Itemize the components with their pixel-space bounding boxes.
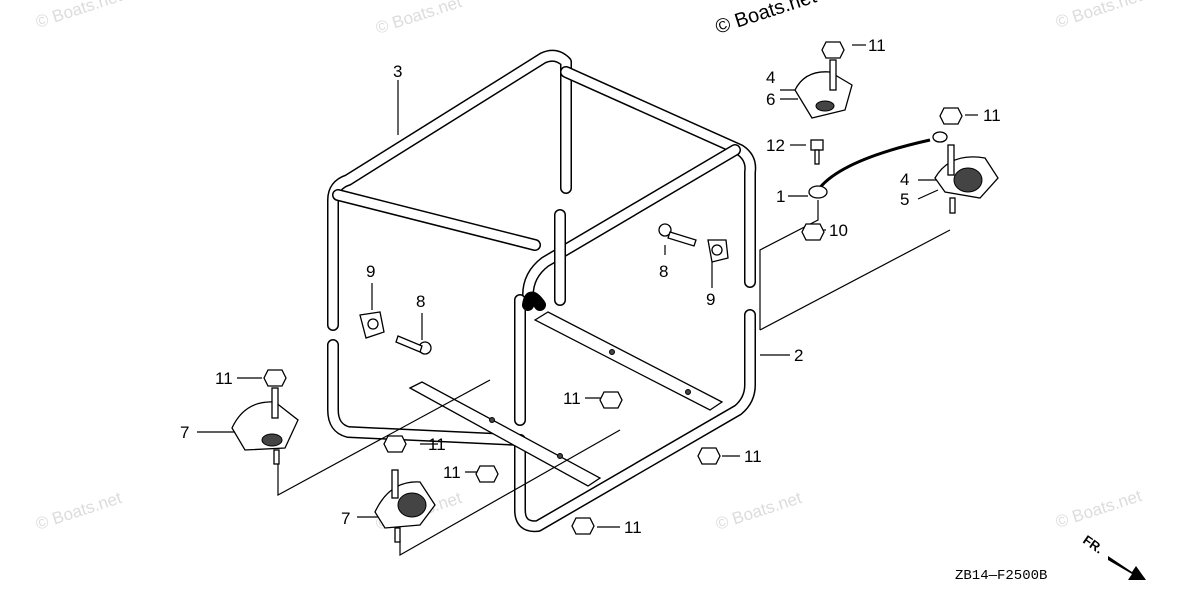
callout-7: 7 [180,423,189,442]
mount-right [934,144,999,214]
front-label: FR. [1080,532,1106,556]
callout-8: 8 [416,292,425,311]
callout-11: 11 [868,36,886,55]
callout-1: 1 [776,187,785,206]
watermark: © Boats.net [1053,0,1144,32]
watermark: © Boats.net [33,488,124,534]
watermark: © Boats.net [713,0,820,39]
callout-2: 2 [794,346,803,365]
callout-11: 11 [983,106,1001,125]
callout-3: 3 [393,62,402,81]
rubber-mounts [231,59,999,543]
watermark: © Boats.net [713,488,804,534]
callout-11: 11 [744,447,762,466]
diagram-code: ZB14—F2500B [955,568,1047,584]
callout-11: 11 [443,463,461,482]
ground-wire [808,131,948,199]
callout-9: 9 [706,290,715,309]
upper-frame [327,49,757,331]
callout-7: 7 [341,509,350,528]
watermark: © Boats.net [1053,486,1144,532]
callout-6: 6 [766,90,775,109]
watermark: © Boats.net [33,0,124,32]
callout-11: 11 [624,518,642,537]
callout-4: 4 [766,68,775,87]
callout-11: 11 [563,389,581,408]
callout-4: 4 [900,170,909,189]
callout-labels: 3 4 6 11 11 12 1 4 5 10 8 9 9 8 2 11 7 1… [180,36,1001,537]
callout-8: 8 [659,262,668,281]
mount-top [794,59,853,119]
lower-frame [327,209,756,533]
front-arrow-icon: FR. [1080,532,1146,580]
mount-left [231,387,299,465]
clamps [359,239,729,339]
callout-9: 9 [366,262,375,281]
cross-rails [408,311,724,487]
mount-bottom [374,469,436,543]
callout-10: 10 [829,221,848,240]
watermark: © Boats.net [373,0,464,38]
leader-lines [197,44,978,557]
callout-11: 11 [428,435,446,454]
callout-11: 11 [215,369,233,388]
callout-5: 5 [900,190,909,209]
fasteners [263,41,963,535]
callout-12: 12 [766,136,785,155]
